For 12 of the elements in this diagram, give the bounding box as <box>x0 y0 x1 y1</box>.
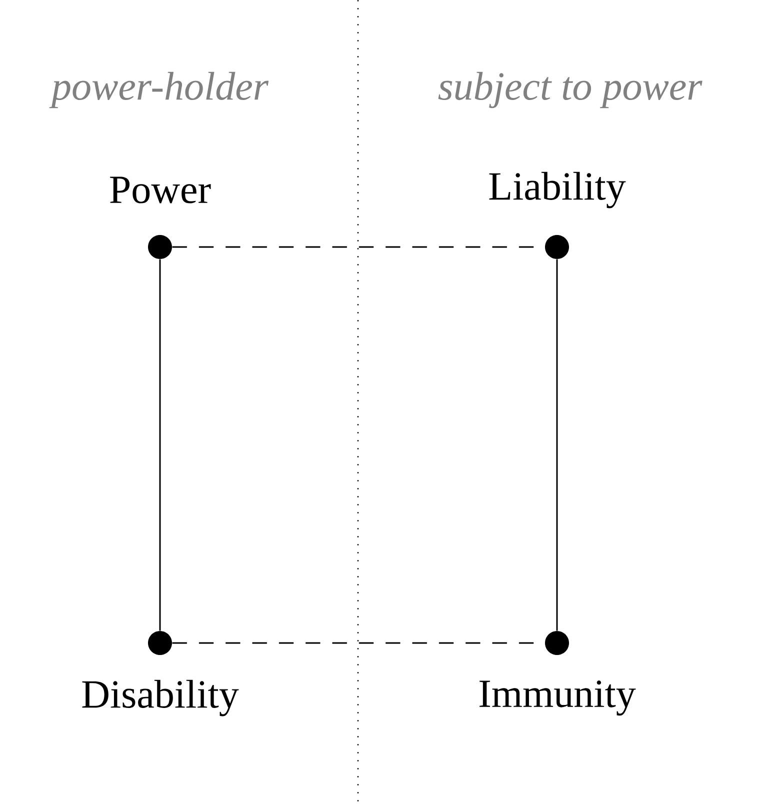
column-heading: subject to power <box>438 72 702 108</box>
node-label: Disability <box>82 680 239 716</box>
column-heading: power-holder <box>49 72 269 108</box>
dot <box>148 631 172 655</box>
dot <box>545 235 569 259</box>
dot <box>148 235 172 259</box>
node-label: Immunity <box>480 680 636 716</box>
node-label: Power <box>110 176 211 204</box>
node-label: Liability <box>489 172 626 208</box>
connector-line <box>159 259 161 631</box>
connector-line <box>556 259 558 631</box>
dot <box>545 631 569 655</box>
